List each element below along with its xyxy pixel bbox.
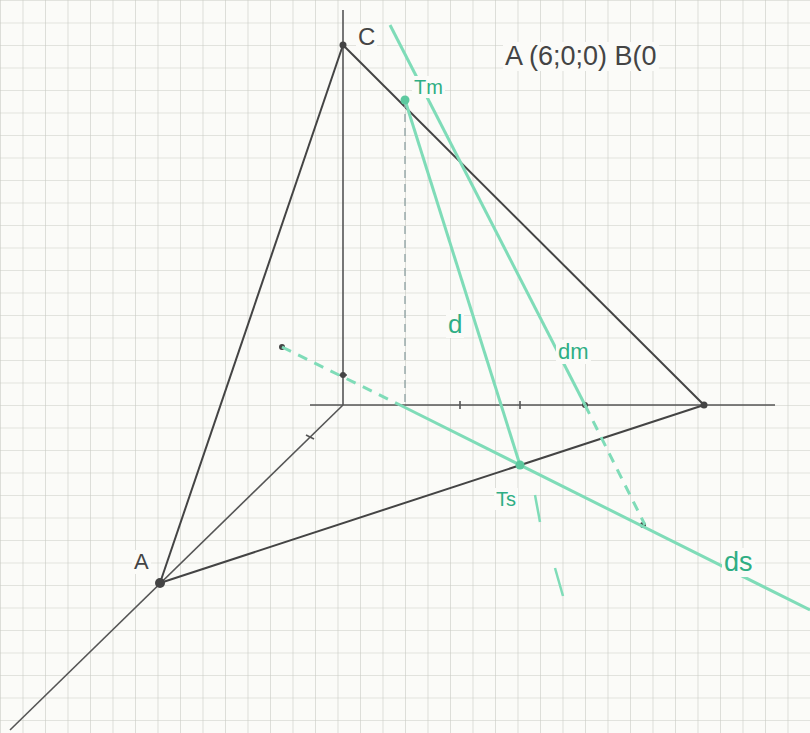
points — [155, 42, 708, 589]
green-lines — [282, 25, 810, 610]
projection-line — [404, 100, 406, 405]
coordinates-note: A (6;0;0) B(0 — [503, 42, 659, 71]
point-label: C — [356, 24, 377, 50]
line-label: dm — [556, 340, 591, 364]
line-label: d — [446, 310, 464, 338]
axes — [10, 10, 775, 730]
point-label: Tm — [412, 76, 445, 98]
point-label: Ts — [494, 488, 518, 510]
line-label: ds — [722, 548, 755, 577]
triangle — [160, 45, 704, 583]
green-points — [401, 96, 525, 470]
point-label: A — [132, 550, 151, 574]
